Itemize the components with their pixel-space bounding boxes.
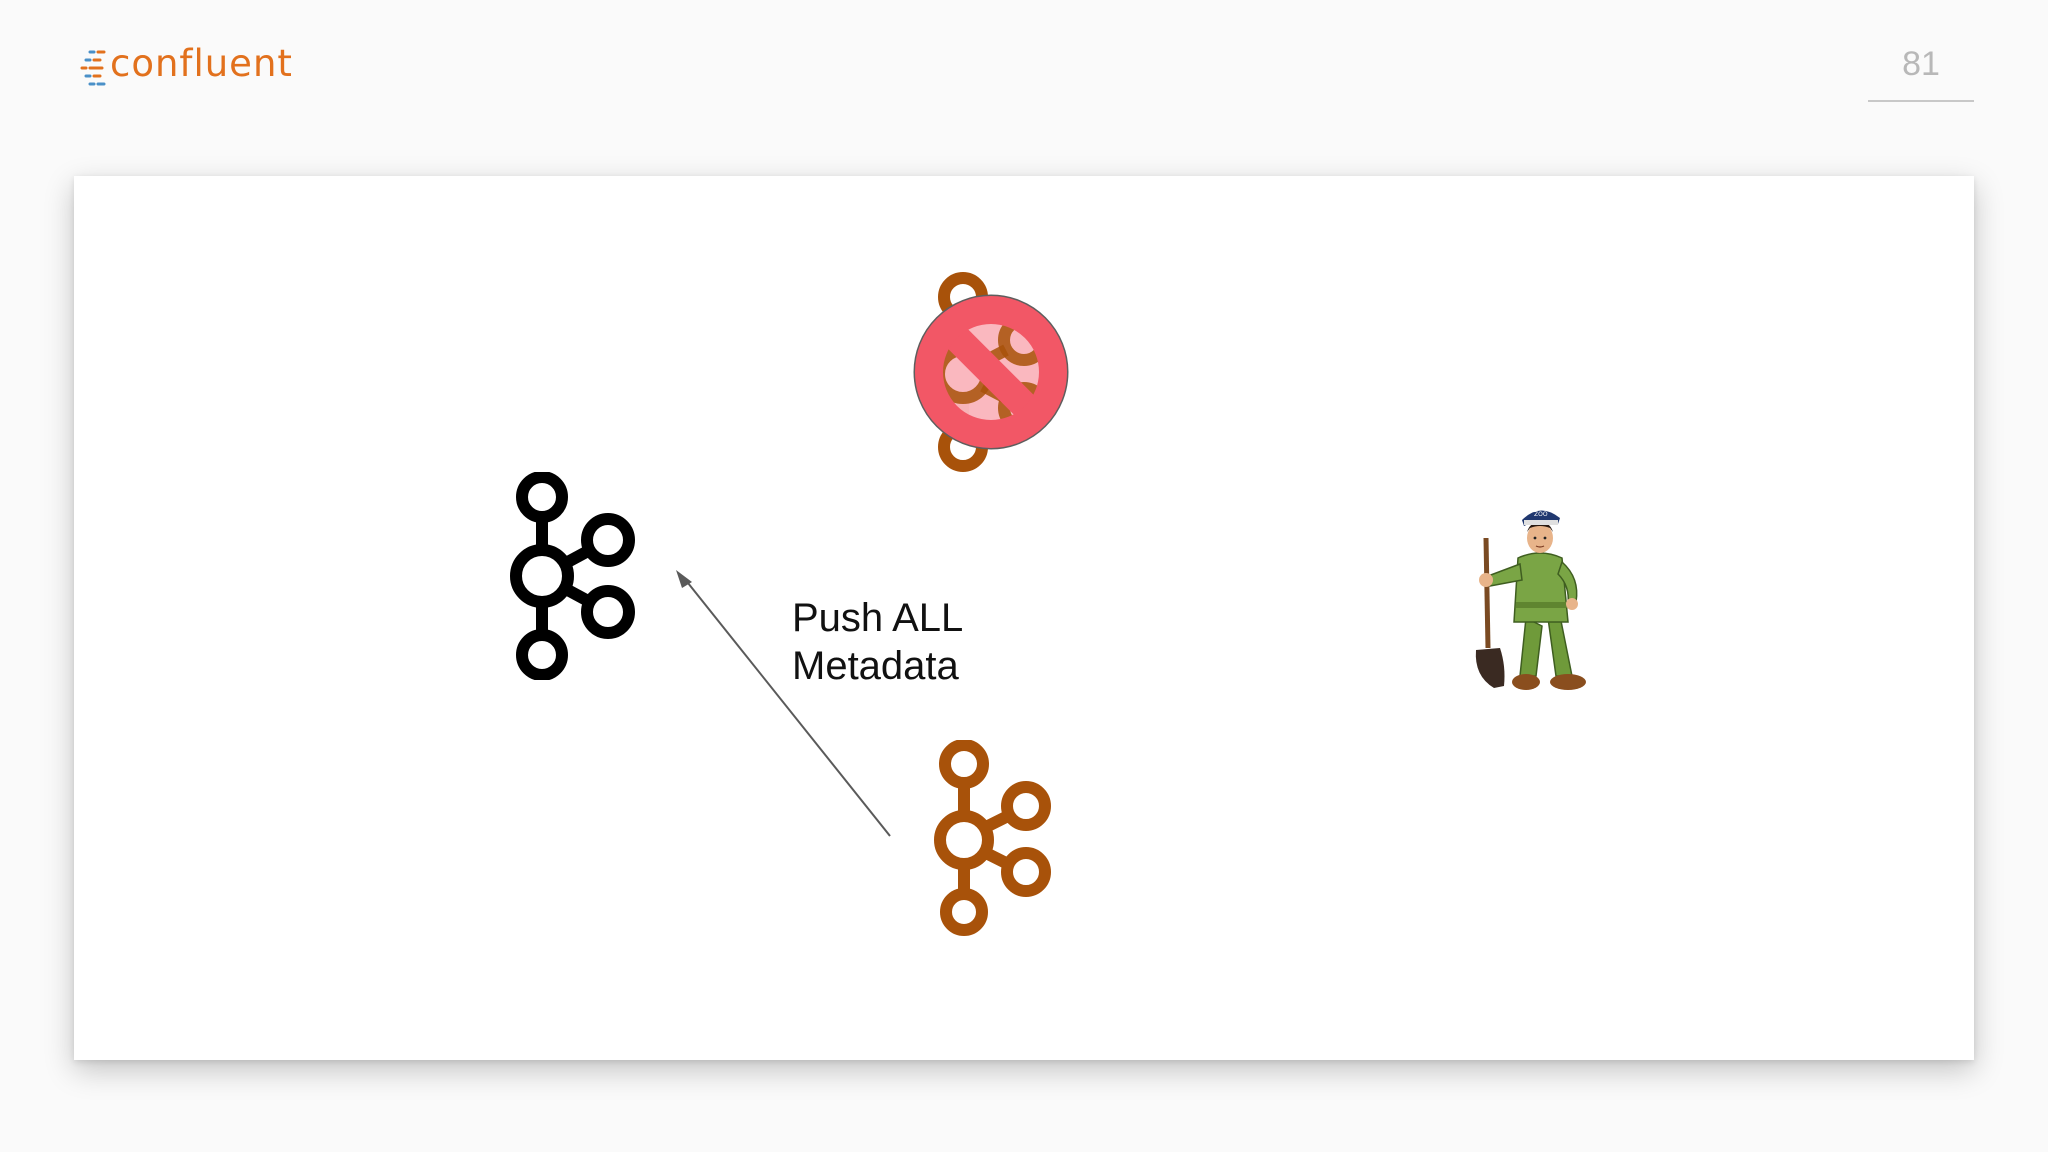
kafka-controller-icon — [510, 472, 635, 680]
arrow-label-line-1: Push ALL — [792, 596, 964, 640]
page-number: 81 — [1902, 45, 1940, 83]
prohibited-kafka-icon — [913, 272, 1069, 472]
arrow-label-line-2: Metadata — [792, 644, 959, 688]
page-number-underline — [1868, 100, 1974, 102]
kafka-broker-icon — [934, 740, 1051, 936]
confluent-logo: confluent — [80, 44, 300, 94]
confluent-dashes-icon — [80, 50, 106, 86]
logo-text: confluent — [110, 42, 293, 85]
zookeeper-keeper-icon: ZOO — [1475, 510, 1586, 690]
push-arrow — [676, 570, 891, 837]
zookeeper-hat-text: ZOO — [1534, 511, 1548, 518]
arrow-label: Push ALL Metadata — [792, 594, 963, 690]
